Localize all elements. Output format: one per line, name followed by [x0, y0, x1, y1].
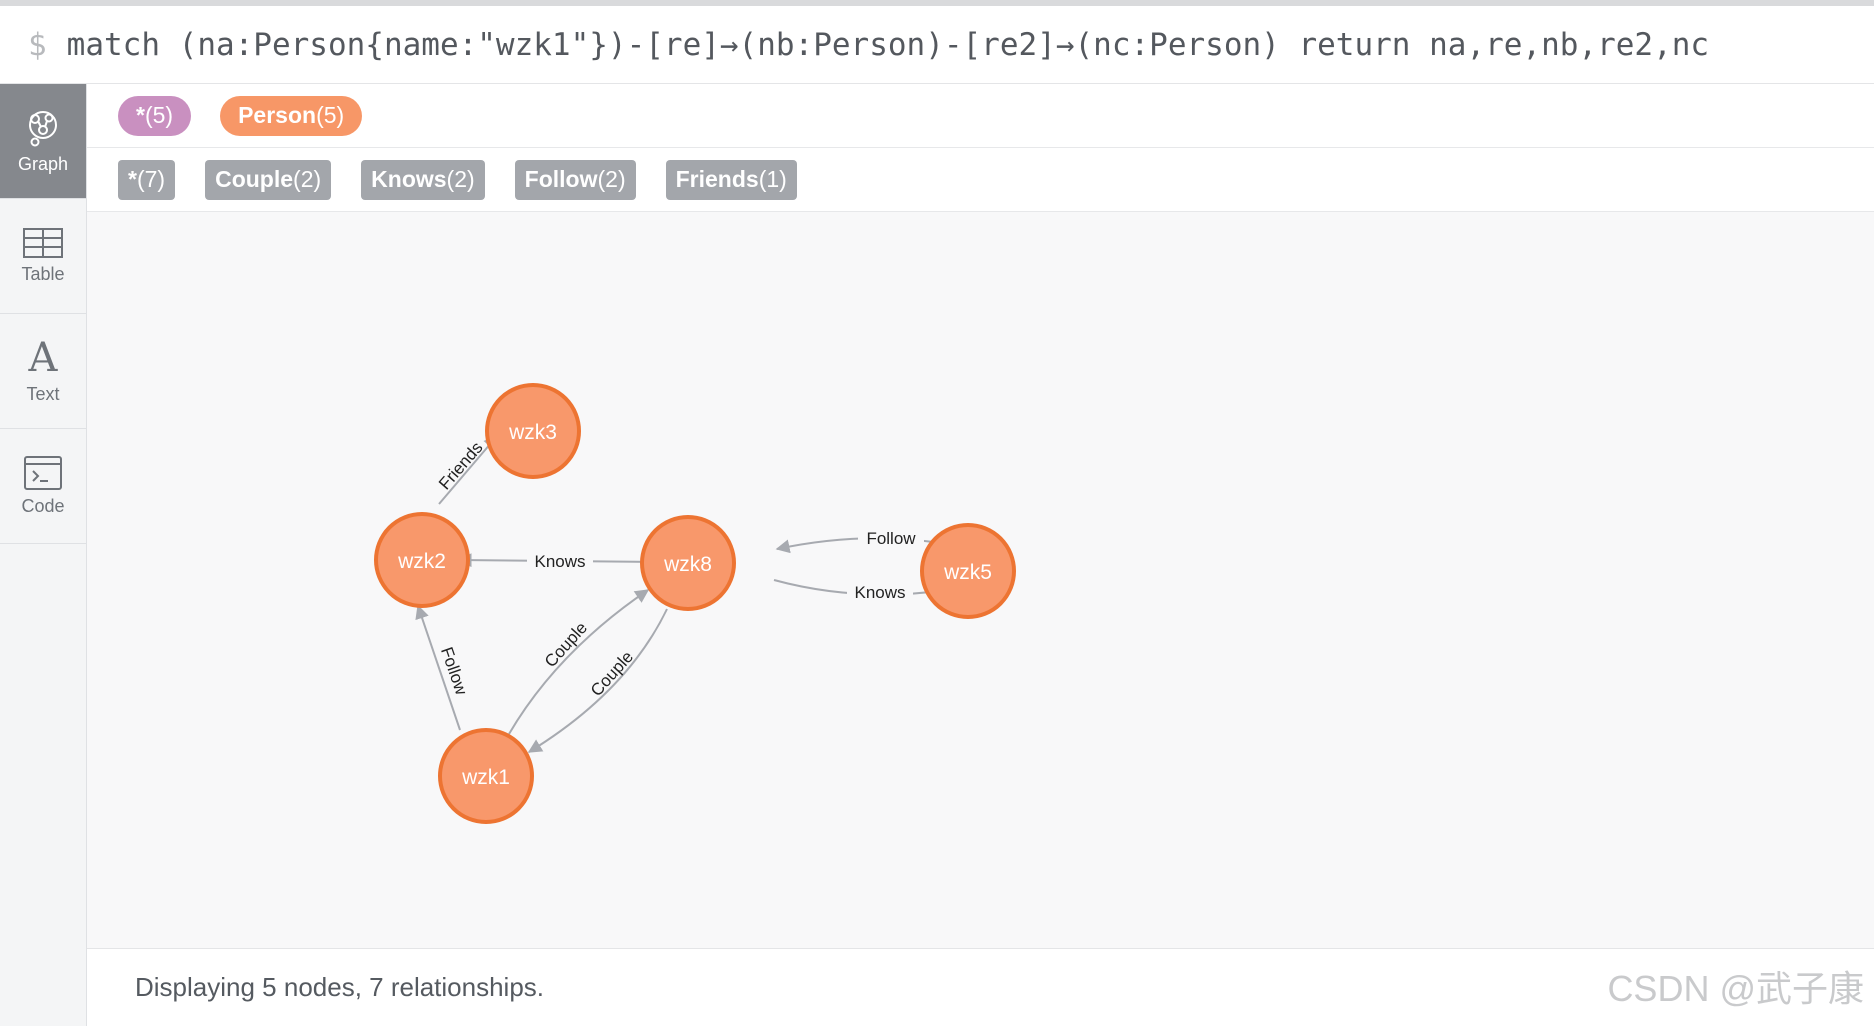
rel-chip-couple[interactable]: Couple(2) [205, 159, 332, 200]
rel-chip-couple-count: (2) [293, 166, 322, 192]
graph-icon [25, 108, 61, 148]
rel-chip-all-name: * [128, 166, 137, 192]
label-pill-person[interactable]: Person(5) [220, 95, 363, 136]
edge-label-friends: Friends [435, 438, 487, 493]
rel-chip-knows[interactable]: Knows(2) [361, 159, 485, 200]
edge-label-follow-1-2: Follow [437, 645, 471, 698]
code-view-button[interactable]: Code [0, 429, 86, 544]
label-pill-all-count: (5) [144, 102, 174, 128]
result-panel: *(5) Person(5) *(7) Couple(2) Knows(2) F… [87, 84, 1874, 1026]
text-view-label: Text [26, 383, 60, 404]
view-sidebar: Graph Table A Text Code [0, 84, 87, 1026]
edge-friends[interactable] [438, 434, 498, 505]
node-wzk8[interactable]: wzk8 [640, 515, 736, 611]
status-footer: Displaying 5 nodes, 7 relationships. [87, 948, 1874, 1026]
edge-label-bg-knows-8-5 [847, 579, 913, 603]
top-accent-line [0, 0, 1874, 6]
code-view-label: Code [21, 495, 65, 516]
query-text[interactable]: match (na:Person{name:"wzk1"})-[re]→(nb:… [66, 26, 1710, 63]
rel-chip-friends-count: (1) [758, 166, 787, 192]
query-editor[interactable]: $ match (na:Person{name:"wzk1"})-[re]→(n… [0, 6, 1874, 84]
rel-chip-couple-name: Couple [215, 166, 294, 192]
text-icon: A [28, 334, 58, 381]
edge-label-knows-8-2: Knows [534, 552, 585, 571]
node-wzk5[interactable]: wzk5 [920, 523, 1016, 619]
edge-label-bg-knows-8-2 [527, 548, 593, 572]
label-pill-person-count: (5) [316, 102, 345, 128]
code-icon [24, 455, 62, 490]
graph-svg[interactable]: Friends Knows Follow Knows Follow Couple… [87, 212, 1874, 948]
rel-chip-knows-count: (2) [446, 166, 475, 192]
graph-view-button[interactable]: Graph [0, 84, 86, 199]
label-pill-all[interactable]: *(5) [118, 95, 192, 136]
node-wzk3[interactable]: wzk3 [485, 383, 581, 479]
watermark: CSDN @武子康 [1607, 968, 1864, 1009]
label-pill-person-name: Person [238, 102, 317, 128]
graph-view-label: Graph [17, 153, 69, 174]
rel-chip-follow[interactable]: Follow(2) [514, 159, 636, 200]
table-icon [23, 227, 63, 258]
query-prompt: $ [28, 26, 47, 63]
edge-label-bg-follow-5-8 [858, 525, 924, 549]
rel-chip-all-count: (7) [136, 166, 166, 192]
edge-label-couple-8-1: Couple [587, 647, 637, 700]
text-view-button[interactable]: A Text [0, 314, 86, 429]
graph-canvas[interactable]: Friends Knows Follow Knows Follow Couple… [87, 212, 1874, 948]
edge-couple-8-1[interactable] [527, 608, 668, 753]
label-pill-all-name: * [136, 102, 145, 128]
status-text: Displaying 5 nodes, 7 relationships. [135, 972, 545, 1002]
edge-label-couple-1-8: Couple [541, 618, 591, 671]
node-label-wzk1: wzk1 [461, 766, 510, 789]
edge-label-knows-8-5: Knows [854, 583, 905, 602]
node-label-wzk8: wzk8 [663, 553, 712, 576]
rel-chip-friends-name: Friends [675, 166, 759, 192]
node-label-wzk5: wzk5 [943, 561, 992, 584]
table-view-button[interactable]: Table [0, 199, 86, 314]
table-view-label: Table [21, 263, 65, 284]
node-wzk1[interactable]: wzk1 [438, 728, 534, 824]
rel-chip-friends[interactable]: Friends(1) [665, 159, 797, 200]
node-label-wzk3: wzk3 [508, 421, 557, 444]
rel-chip-follow-name: Follow [524, 166, 598, 192]
node-wzk2[interactable]: wzk2 [374, 512, 470, 608]
edge-label-follow-5-8: Follow [866, 529, 916, 548]
rel-chip-all[interactable]: *(7) [118, 159, 176, 200]
relationship-type-row: *(7) Couple(2) Knows(2) Follow(2) Friend… [87, 148, 1874, 212]
node-label-wzk2: wzk2 [397, 550, 446, 573]
rel-chip-knows-name: Knows [371, 166, 447, 192]
edge-follow-1-2[interactable] [415, 604, 461, 731]
node-label-row: *(5) Person(5) [87, 84, 1874, 148]
rel-chip-follow-count: (2) [597, 166, 626, 192]
edge-couple-1-8[interactable] [508, 589, 650, 735]
